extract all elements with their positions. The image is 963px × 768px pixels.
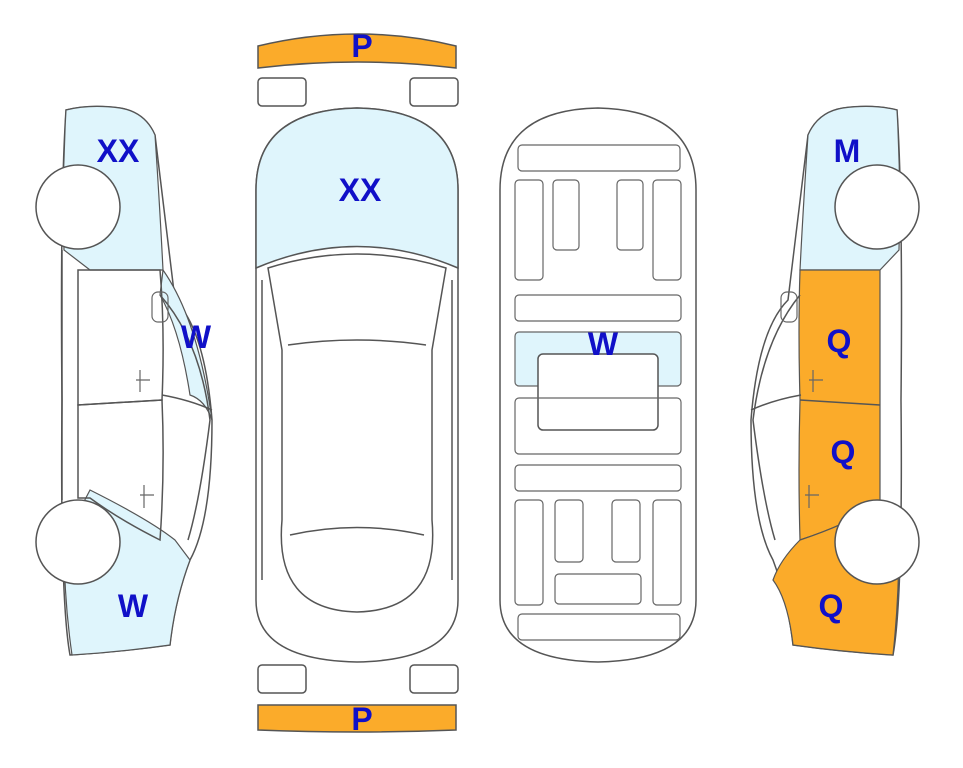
right-rear-zone-label: Q bbox=[819, 588, 844, 624]
rear-bumper bbox=[257, 704, 457, 733]
right-front-wheel bbox=[834, 164, 920, 250]
interior-view bbox=[499, 107, 697, 663]
left-side-view bbox=[35, 105, 213, 656]
front-bumper bbox=[257, 33, 457, 69]
right-front-zone-label: M bbox=[834, 133, 861, 169]
left-windshield-label: W bbox=[181, 319, 212, 355]
interior-console bbox=[537, 353, 659, 431]
right-side-view bbox=[750, 105, 920, 656]
hood-label: XX bbox=[339, 172, 382, 208]
zone-labels: XX W W P XX P W M Q Q Q bbox=[97, 28, 861, 737]
rear-bumper-label: P bbox=[351, 701, 372, 737]
right-door-zone bbox=[798, 269, 881, 541]
top-front-right-light bbox=[409, 77, 459, 107]
top-front-left-light bbox=[257, 77, 307, 107]
left-front-wheel bbox=[35, 164, 121, 250]
top-view bbox=[255, 33, 459, 733]
interior-windshield-label: W bbox=[588, 326, 619, 362]
left-rear-wheel bbox=[35, 499, 121, 585]
right-front-door-label: Q bbox=[827, 323, 852, 359]
right-mirror bbox=[780, 291, 798, 323]
left-rear-handle bbox=[140, 485, 154, 508]
left-rear-door bbox=[77, 399, 164, 542]
right-rear-wheel bbox=[834, 499, 920, 585]
left-front-handle bbox=[136, 370, 150, 392]
front-bumper-label: P bbox=[351, 28, 372, 64]
hood-zone bbox=[255, 107, 459, 270]
left-front-zone-label: XX bbox=[97, 133, 140, 169]
right-rear-handle bbox=[805, 485, 819, 508]
left-mirror bbox=[151, 291, 169, 323]
top-rear-left-light bbox=[257, 664, 307, 694]
left-windshield-zone bbox=[159, 268, 213, 421]
top-cabin bbox=[267, 253, 447, 613]
right-rear-door-label: Q bbox=[831, 434, 856, 470]
left-rear-zone-label: W bbox=[118, 588, 149, 624]
right-front-handle bbox=[809, 370, 823, 392]
top-rear-right-light bbox=[409, 664, 459, 694]
